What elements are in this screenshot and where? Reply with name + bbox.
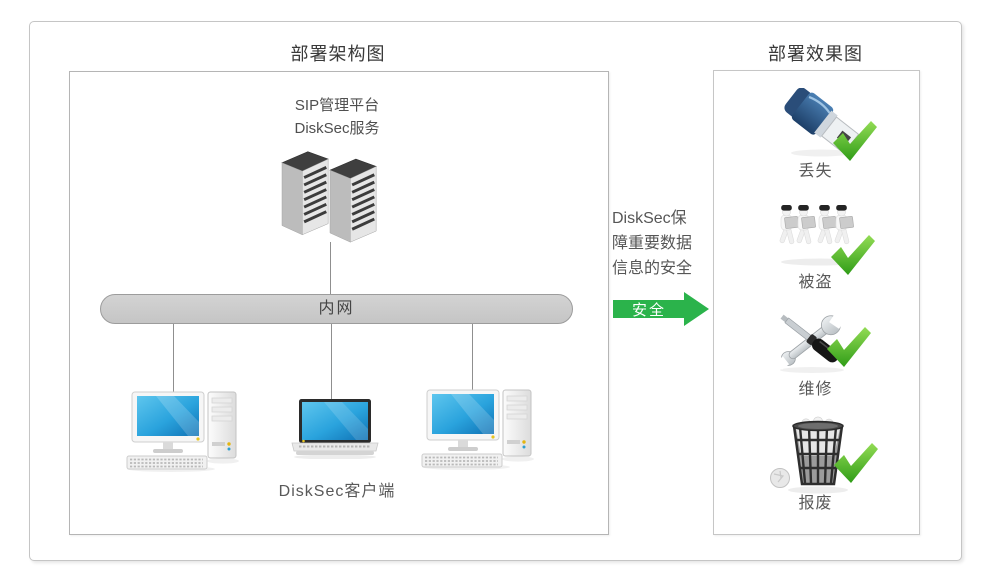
server-towers-icon [281, 151, 377, 243]
data-theft-icon [779, 205, 859, 266]
effect-panel-title: 部署效果图 [768, 44, 863, 64]
client3-network-link [472, 323, 473, 395]
repair-tools-icon [775, 310, 847, 373]
server-network-link [330, 242, 331, 295]
disksec-service-label: DiskSec服务 [294, 120, 380, 137]
effect-item-label-stolen: 被盗 [798, 274, 833, 291]
trash-bin-icon [770, 416, 848, 494]
intranet-bus: 内网 [100, 294, 573, 324]
check-icon [827, 327, 871, 367]
middle-description-line: DiskSec保 [612, 210, 687, 227]
laptop-client-icon [291, 399, 379, 459]
middle-description-line: 障重要数据 [612, 235, 693, 252]
desktop-client-icon [421, 389, 534, 470]
middle-description-line: 信息的安全 [612, 260, 693, 277]
disksec-clients-label: DiskSec客户端 [278, 483, 396, 500]
effect-item-label-scrapped: 报废 [798, 495, 833, 512]
architecture-panel-title: 部署架构图 [290, 44, 386, 64]
middle-description: DiskSec保 障重要数据 信息的安全 [612, 206, 712, 281]
check-icon [833, 121, 877, 161]
sip-platform-label: SIP管理平台 [294, 97, 380, 114]
client1-network-link [173, 323, 174, 395]
client2-network-link [331, 323, 332, 401]
effect-item-label-lost: 丢失 [798, 163, 833, 180]
check-icon [834, 443, 878, 483]
effect-item-label-repair: 维修 [798, 381, 833, 398]
security-arrow: 安全 [613, 292, 709, 326]
security-arrow-label: 安全 [632, 301, 666, 319]
desktop-client-icon [126, 391, 239, 472]
check-icon [831, 235, 875, 275]
